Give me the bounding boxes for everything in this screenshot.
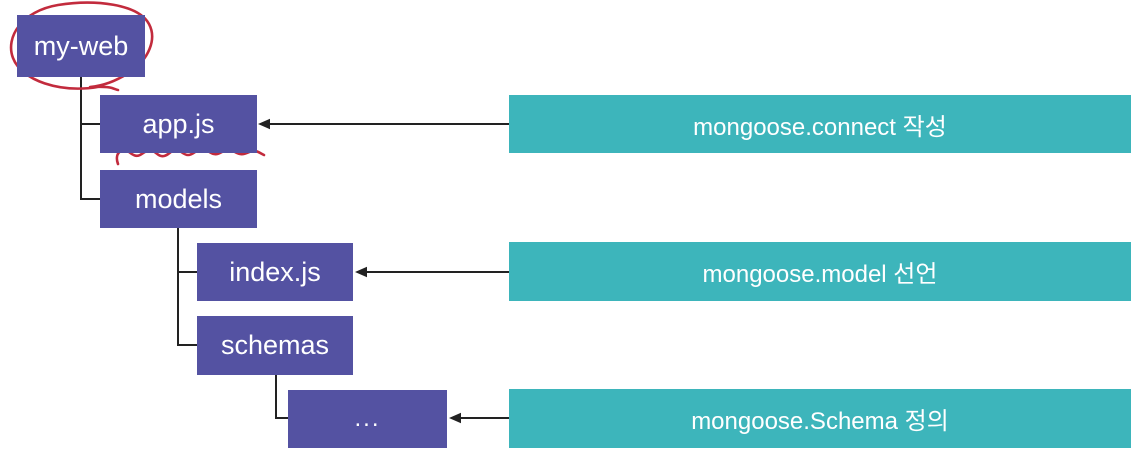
callout-mongoose-schema: mongoose.Schema 정의 (509, 389, 1131, 448)
tree-node-app-js: app.js (100, 95, 257, 153)
arrow-connect-to-app-js (258, 118, 509, 130)
tree-connector-my-web-children (80, 77, 100, 200)
tree-node-index-js: index.js (197, 243, 353, 301)
tree-connector-schemas-children (275, 375, 288, 419)
tree-node-my-web: my-web (17, 15, 145, 77)
tree-node-schemas-label: schemas (220, 330, 330, 360)
tree-node-models: models (100, 170, 257, 228)
callout-mongoose-model: mongoose.model 선언 (509, 242, 1131, 301)
tree-node-app-js-label: app.js (142, 108, 215, 139)
tree-node-index-js-label: index.js (229, 256, 321, 287)
arrow-schema-to-ellipsis (449, 412, 509, 424)
callout-mongoose-schema-label: mongoose.Schema 정의 (691, 408, 949, 435)
arrow-model-to-index-js (355, 266, 509, 278)
callout-mongoose-model-label: mongoose.model 선언 (702, 261, 938, 288)
tree-node-my-web-label: my-web (33, 30, 129, 61)
callout-mongoose-connect-label: mongoose.connect 작성 (693, 113, 947, 141)
tree-node-ellipsis-label: ... (354, 405, 381, 432)
tree-node-schemas: schemas (197, 316, 353, 375)
tree-connector-models-children (177, 228, 197, 346)
callout-mongoose-connect: mongoose.connect 작성 (509, 95, 1131, 153)
tree-node-ellipsis: ... (288, 390, 447, 448)
tree-node-models-label: models (134, 183, 223, 214)
